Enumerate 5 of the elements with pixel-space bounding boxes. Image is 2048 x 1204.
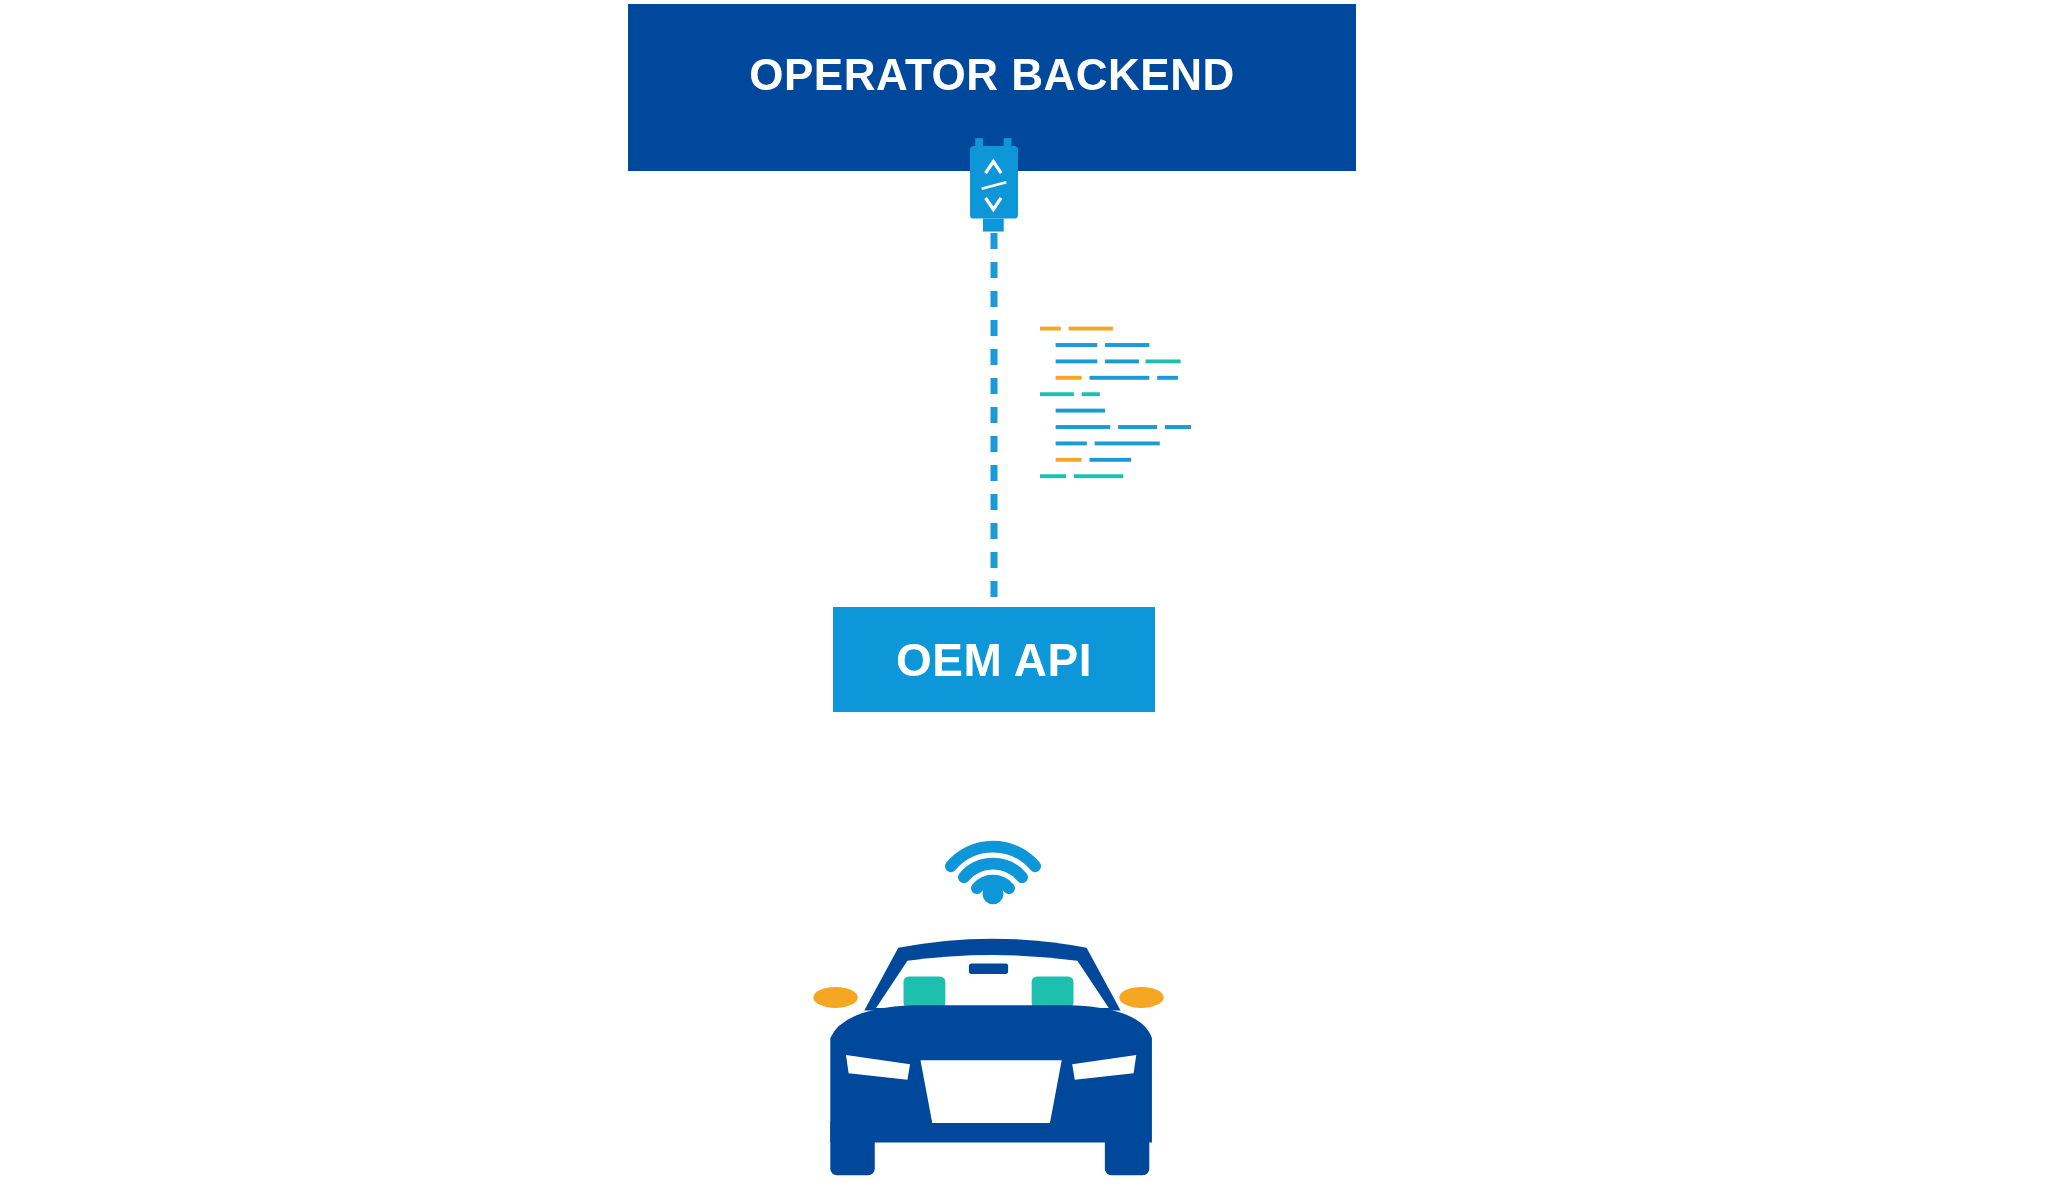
box-label: OEM API [895, 632, 1092, 687]
box-label: OPERATOR BACKEND [749, 49, 1235, 100]
label-box [628, 4, 1356, 171]
plug-connector-icon [970, 138, 1018, 233]
label-box [833, 607, 1155, 712]
